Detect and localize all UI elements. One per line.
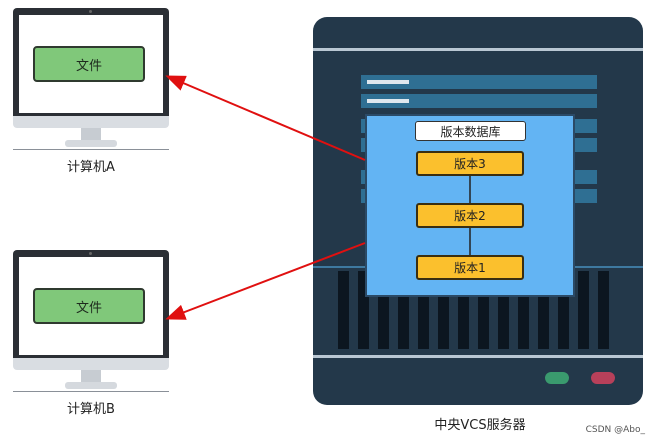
server-red-led [591, 372, 615, 384]
server-vent [358, 271, 369, 349]
bar-stripe [367, 80, 409, 84]
monitor-chin [13, 116, 169, 128]
camera-dot [89, 252, 92, 255]
server-vent [538, 271, 549, 349]
version-database-title: 版本数据库 [415, 121, 526, 141]
camera-dot [89, 10, 92, 13]
version-1-box: 版本1 [416, 255, 524, 280]
computer-a-monitor: 文件 [13, 8, 169, 153]
monitor-baseline [13, 149, 169, 150]
server-vent [558, 271, 569, 349]
server-bottom-divider [313, 355, 643, 358]
computer-a-caption: 计算机A [67, 160, 115, 175]
server-vent [458, 271, 469, 349]
server-green-led [545, 372, 569, 384]
server-bar [361, 75, 597, 89]
monitor-chin [13, 358, 169, 370]
file-box-a: 文件 [33, 46, 145, 82]
server-vent [578, 271, 589, 349]
monitor-neck [81, 370, 101, 384]
server-vent [498, 271, 509, 349]
monitor-base [65, 382, 117, 389]
server-vent [598, 271, 609, 349]
version-2-box: 版本2 [416, 203, 524, 228]
arrow-to-computer-b [165, 242, 366, 320]
server-bar [361, 94, 597, 108]
computer-b-monitor: 文件 [13, 250, 169, 395]
server-vent [378, 271, 389, 349]
computer-b-caption: 计算机B [67, 402, 115, 417]
monitor-base [65, 140, 117, 147]
server-vent [418, 271, 429, 349]
version-3-box: 版本3 [416, 151, 524, 176]
server-vent [338, 271, 349, 349]
server-vent [438, 271, 449, 349]
server-vent [398, 271, 409, 349]
monitor-baseline [13, 391, 169, 392]
server-vent [478, 271, 489, 349]
server-vent [518, 271, 529, 349]
file-box-b: 文件 [33, 288, 145, 324]
bar-stripe [367, 99, 409, 103]
server-caption: 中央VCS服务器 [434, 418, 526, 433]
arrow-to-computer-a [165, 75, 366, 161]
server-top-divider [313, 48, 643, 51]
monitor-neck [81, 128, 101, 142]
watermark: CSDN @Abo_ [585, 425, 645, 435]
